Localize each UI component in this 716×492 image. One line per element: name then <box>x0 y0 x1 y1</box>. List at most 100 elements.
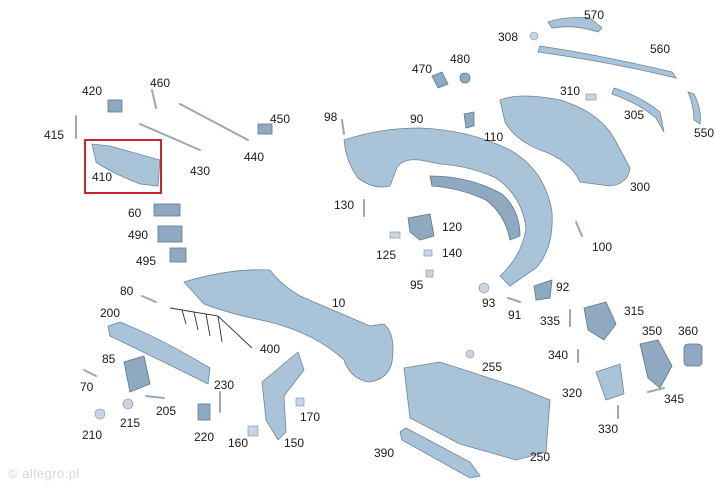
label-120[interactable]: 120 <box>442 220 463 234</box>
label-205[interactable]: 205 <box>156 404 177 418</box>
label-470[interactable]: 470 <box>412 62 433 76</box>
label-440[interactable]: 440 <box>244 150 265 164</box>
label-360[interactable]: 360 <box>678 324 699 338</box>
part-85-bracket <box>123 355 151 393</box>
label-420[interactable]: 420 <box>82 84 103 98</box>
label-305[interactable]: 305 <box>624 108 645 122</box>
part-345-pin <box>647 387 665 393</box>
part-170-clip <box>295 397 305 407</box>
label-570[interactable]: 570 <box>584 8 605 22</box>
label-340[interactable]: 340 <box>548 348 569 362</box>
part-90-grille <box>429 175 521 241</box>
part-220-bracket <box>197 403 211 421</box>
part-255-clip <box>465 349 475 359</box>
part-150-bracket <box>261 351 305 441</box>
part-300-bumper-lower <box>499 95 631 187</box>
part-450-box <box>257 123 273 135</box>
label-410[interactable]: 410 <box>92 170 113 184</box>
part-95-clip <box>425 269 434 278</box>
label-93[interactable]: 93 <box>482 296 496 310</box>
label-10[interactable]: 10 <box>332 296 346 310</box>
label-550[interactable]: 550 <box>694 126 715 140</box>
label-250[interactable]: 250 <box>530 450 551 464</box>
part-315-bracket <box>583 301 617 341</box>
label-320[interactable]: 320 <box>562 386 583 400</box>
part-250-diffuser <box>403 361 551 461</box>
label-350[interactable]: 350 <box>642 324 663 338</box>
label-480[interactable]: 480 <box>450 52 471 66</box>
part-400-leaders <box>169 307 253 349</box>
part-60-module <box>153 203 181 217</box>
label-230[interactable]: 230 <box>214 378 235 392</box>
part-560-strip <box>537 45 677 79</box>
part-125-clip <box>389 231 401 239</box>
label-92[interactable]: 92 <box>556 280 570 294</box>
label-215[interactable]: 215 <box>120 416 141 430</box>
label-490[interactable]: 490 <box>128 228 149 242</box>
label-255[interactable]: 255 <box>482 360 503 374</box>
part-320-housing <box>595 363 625 401</box>
part-495-bracket <box>169 247 187 263</box>
part-140-clip <box>423 249 433 257</box>
label-308[interactable]: 308 <box>498 30 519 44</box>
part-308-clip <box>529 31 539 41</box>
part-10-bumper-skin <box>183 269 394 383</box>
label-130[interactable]: 130 <box>334 198 355 212</box>
part-215-disc <box>122 398 134 410</box>
part-410-grille <box>91 143 161 187</box>
label-390[interactable]: 390 <box>374 446 395 460</box>
label-85[interactable]: 85 <box>102 352 116 366</box>
label-415[interactable]: 415 <box>44 128 65 142</box>
label-150[interactable]: 150 <box>284 436 305 450</box>
label-140[interactable]: 140 <box>442 246 463 260</box>
part-98-pin <box>341 119 345 135</box>
part-460-pin <box>151 89 157 109</box>
label-400[interactable]: 400 <box>260 342 281 356</box>
label-560[interactable]: 560 <box>650 42 671 56</box>
label-95[interactable]: 95 <box>410 278 424 292</box>
label-100[interactable]: 100 <box>592 240 613 254</box>
part-200-strip <box>107 321 211 385</box>
label-125[interactable]: 125 <box>376 248 397 262</box>
label-300[interactable]: 300 <box>630 180 651 194</box>
label-330[interactable]: 330 <box>598 422 619 436</box>
label-70[interactable]: 70 <box>80 380 94 394</box>
label-315[interactable]: 315 <box>624 304 645 318</box>
label-110[interactable]: 110 <box>484 130 504 144</box>
part-70-pin <box>83 369 97 377</box>
part-390-strip <box>399 427 481 479</box>
part-160-clip <box>247 425 259 437</box>
label-98[interactable]: 98 <box>324 110 338 124</box>
label-450[interactable]: 450 <box>270 112 291 126</box>
label-170[interactable]: 170 <box>300 410 321 424</box>
part-92-bracket <box>533 279 553 301</box>
part-305-strip <box>611 87 665 133</box>
label-210[interactable]: 210 <box>82 428 103 442</box>
part-570-trim <box>547 17 603 33</box>
label-495[interactable]: 495 <box>136 254 157 268</box>
label-200[interactable]: 200 <box>100 306 121 320</box>
part-93-ring <box>478 282 490 294</box>
label-430[interactable]: 430 <box>190 164 211 178</box>
part-120-bracket <box>407 213 435 241</box>
label-160[interactable]: 160 <box>228 436 249 450</box>
part-490-module <box>157 225 183 243</box>
label-80[interactable]: 80 <box>120 284 134 298</box>
part-430-rod <box>139 123 201 151</box>
label-345[interactable]: 345 <box>664 392 685 406</box>
label-220[interactable]: 220 <box>194 430 215 444</box>
label-91[interactable]: 91 <box>508 308 522 322</box>
part-110-bracket <box>463 111 475 129</box>
highlight-box-410 <box>84 139 162 194</box>
part-100-pin <box>575 221 583 237</box>
part-90-bumper <box>343 127 553 287</box>
label-335[interactable]: 335 <box>540 314 561 328</box>
part-440-rod <box>179 103 249 141</box>
label-60[interactable]: 60 <box>128 206 142 220</box>
label-310[interactable]: 310 <box>560 84 581 98</box>
label-90[interactable]: 90 <box>410 112 424 126</box>
label-460[interactable]: 460 <box>150 76 171 90</box>
part-350-bracket <box>639 339 673 389</box>
part-550-strip <box>687 91 701 125</box>
part-310-clip <box>585 93 597 101</box>
